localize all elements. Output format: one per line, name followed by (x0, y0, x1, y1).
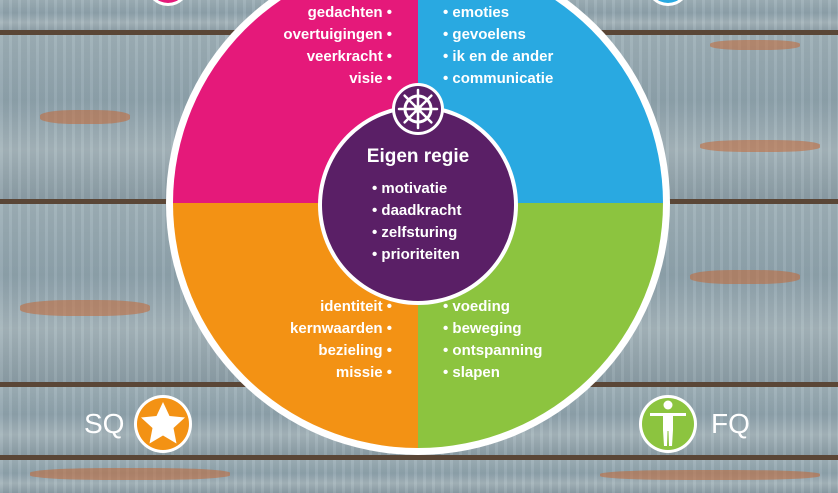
list-bottom-right: • voeding • beweging • ontspanning • sla… (443, 296, 542, 384)
list-item: • slapen (443, 364, 500, 381)
list-item: • prioriteiten (372, 246, 460, 263)
list-item: • ik en de ander (443, 48, 554, 65)
person-icon (639, 395, 697, 453)
top-left-icon (152, 0, 184, 6)
list-item: kernwaarden • (290, 320, 392, 337)
list-item: gedachten • (307, 4, 392, 21)
list-top-left: gedachten • overtuigingen • veerkracht •… (283, 2, 392, 90)
list-item: bezieling • (318, 342, 392, 359)
list-item: • emoties (443, 4, 510, 21)
list-top-right: • emoties • gevoelens • ik en de ander •… (443, 2, 553, 90)
list-item: • zelfsturing (372, 224, 458, 241)
list-item: missie • (335, 364, 392, 381)
sq-label: SQ (84, 408, 125, 439)
top-right-icon (652, 0, 684, 6)
list-item: identiteit • (320, 298, 392, 315)
list-center: • motivatie • daadkracht • zelfsturing •… (322, 178, 514, 266)
list-item: veerkracht • (306, 48, 392, 65)
list-item: visie • (349, 70, 392, 87)
list-bottom-left: identiteit • kernwaarden • bezieling • m… (290, 296, 392, 384)
center-circle (322, 109, 514, 301)
list-item: • motivatie (372, 180, 448, 197)
helm-icon (392, 83, 444, 135)
list-item: overtuigingen • (283, 26, 392, 43)
list-item: • communicatie (443, 70, 554, 87)
list-item: • ontspanning (443, 342, 543, 359)
list-item: • gevoelens (443, 26, 526, 43)
fq-label: FQ (711, 408, 750, 439)
star-icon (134, 395, 192, 453)
center-title: Eigen regie (366, 146, 470, 167)
list-item: • daadkracht (372, 202, 462, 219)
list-item: • beweging (443, 320, 522, 337)
list-item: • voeding (443, 298, 510, 315)
